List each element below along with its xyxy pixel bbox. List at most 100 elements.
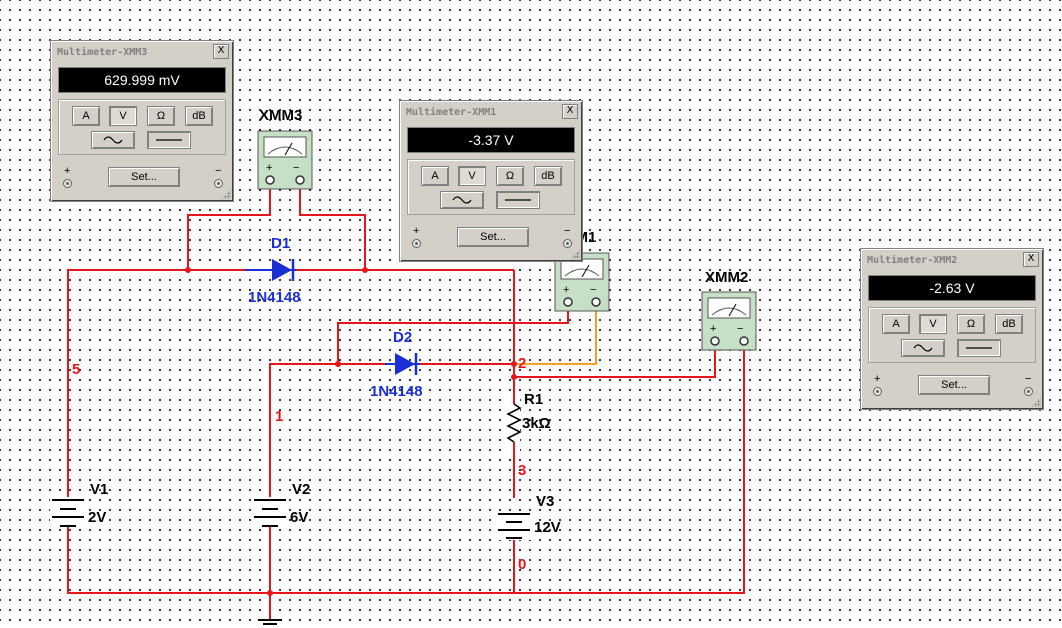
minus-terminal-icon[interactable] (563, 239, 572, 248)
mode-voltmeter-button[interactable]: V (919, 314, 947, 334)
junction-dot (511, 374, 517, 380)
battery-v2-icon[interactable] (252, 498, 288, 527)
sine-wave-path (913, 344, 933, 352)
minus-sign: − (564, 225, 571, 237)
battery-v3-icon[interactable] (496, 512, 532, 540)
junction-dot (185, 267, 191, 273)
resize-grip-icon[interactable] (221, 189, 231, 199)
wire-xmm3-plus[interactable] (187, 186, 271, 270)
control-panel: A V Ω dB (868, 307, 1036, 363)
sine-wave-path (103, 136, 123, 144)
multimeter-window-xmm3[interactable]: Multimeter-XMM3 X 629.999 mV A V Ω dB + … (50, 40, 234, 202)
diode-d2[interactable] (385, 353, 420, 375)
window-titlebar[interactable]: Multimeter-XMM3 X (54, 44, 230, 60)
wire-net-1[interactable] (269, 363, 385, 497)
wire-xmm2-plus[interactable] (514, 344, 716, 378)
instrument-minus: − (590, 284, 596, 296)
wire-xmm2-minus[interactable] (514, 344, 745, 594)
window-titlebar[interactable]: Multimeter-XMM1 X (403, 104, 579, 120)
meter-needle-icon (267, 146, 303, 155)
minus-terminal-icon[interactable] (214, 179, 223, 188)
terminal-minus[interactable] (295, 175, 305, 185)
wire-net-0[interactable] (67, 527, 514, 594)
junction-dot (362, 267, 368, 273)
instrument-xmm2[interactable]: + − (701, 291, 757, 351)
resistor-r1[interactable] (506, 392, 522, 454)
minus-terminal-icon[interactable] (1024, 387, 1033, 396)
dc-mode-button[interactable] (147, 131, 191, 149)
terminal-minus[interactable] (591, 297, 601, 307)
instrument-xmm1[interactable]: + − (554, 252, 610, 312)
mode-ammeter-button[interactable]: A (882, 314, 910, 334)
sine-wave-icon (913, 344, 933, 352)
terminal-plus[interactable] (710, 336, 720, 346)
plus-terminal-icon[interactable] (873, 387, 882, 396)
mode-ohmmeter-button[interactable]: Ω (496, 166, 524, 186)
mode-ammeter-button[interactable]: A (421, 166, 449, 186)
instrument-plus: + (563, 284, 569, 296)
instrument-minus: − (293, 162, 299, 174)
close-icon[interactable]: X (1023, 252, 1039, 267)
sine-wave-icon (103, 136, 123, 144)
source-v1-ref: V1 (90, 481, 108, 498)
resize-grip-icon[interactable] (1031, 397, 1041, 407)
dc-mode-button[interactable] (496, 191, 540, 209)
set-button[interactable]: Set... (108, 167, 180, 187)
ac-mode-button[interactable] (91, 131, 135, 149)
terminal-plus[interactable] (265, 175, 275, 185)
mode-voltmeter-button[interactable]: V (109, 106, 137, 126)
terminal-minus[interactable] (739, 336, 749, 346)
ground-icon[interactable] (258, 619, 282, 625)
close-icon[interactable]: X (213, 44, 229, 59)
reading-display: 629.999 mV (58, 67, 226, 93)
battery-gap (496, 512, 532, 540)
wire-net-5[interactable] (67, 269, 245, 497)
diode-d1-ref: D1 (271, 235, 290, 252)
minus-sign: − (215, 165, 222, 177)
net-label: 0 (518, 556, 526, 573)
close-icon[interactable]: X (562, 104, 578, 119)
resistor-zigzag-icon (506, 403, 522, 443)
diode-d1[interactable] (245, 259, 296, 281)
instrument-xmm3[interactable]: + − (257, 130, 313, 190)
meter-needle-icon (711, 307, 747, 316)
diode-d2-icon (395, 353, 415, 375)
mode-ammeter-button[interactable]: A (72, 106, 100, 126)
mode-decibel-button[interactable]: dB (995, 314, 1023, 334)
plus-terminal-icon[interactable] (63, 179, 72, 188)
window-titlebar[interactable]: Multimeter-XMM2 X (864, 252, 1040, 268)
mode-voltmeter-button[interactable]: V (458, 166, 486, 186)
ac-mode-button[interactable] (901, 339, 945, 357)
diode-d1-model: 1N4148 (248, 289, 301, 306)
set-button[interactable]: Set... (457, 227, 529, 247)
mode-ohmmeter-button[interactable]: Ω (147, 106, 175, 126)
wire-xmm1-minus[interactable] (514, 308, 597, 365)
plus-terminal-icon[interactable] (412, 239, 421, 248)
multimeter-window-xmm2[interactable]: Multimeter-XMM2 X -2.63 V A V Ω dB + Set… (860, 248, 1044, 410)
plus-sign: + (64, 165, 71, 177)
mode-decibel-button[interactable]: dB (534, 166, 562, 186)
source-v3-ref: V3 (536, 493, 554, 510)
meter-needle (581, 264, 590, 278)
window-title: Multimeter-XMM1 (406, 106, 497, 118)
wire-xmm3-minus[interactable] (299, 186, 366, 270)
instrument-plus: + (266, 162, 272, 174)
net-label: 5 (72, 361, 80, 378)
battery-v1-icon[interactable] (50, 498, 86, 527)
ac-mode-button[interactable] (440, 191, 484, 209)
dc-mode-button[interactable] (957, 339, 1001, 357)
terminal-plus[interactable] (563, 297, 573, 307)
instrument-minus: − (737, 323, 743, 335)
circuit-wires (67, 186, 745, 620)
junction-dot (511, 361, 517, 367)
resize-grip-icon[interactable] (570, 249, 580, 259)
wire-xmm1-plus[interactable] (337, 308, 569, 364)
source-v3-value: 12V (534, 519, 561, 536)
multimeter-window-xmm1[interactable]: Multimeter-XMM1 X -3.37 V A V Ω dB + Set… (399, 100, 583, 262)
control-panel: A V Ω dB (407, 159, 575, 215)
mode-ohmmeter-button[interactable]: Ω (957, 314, 985, 334)
source-v2-value: 6V (290, 509, 308, 526)
set-button[interactable]: Set... (918, 375, 990, 395)
mode-decibel-button[interactable]: dB (185, 106, 213, 126)
